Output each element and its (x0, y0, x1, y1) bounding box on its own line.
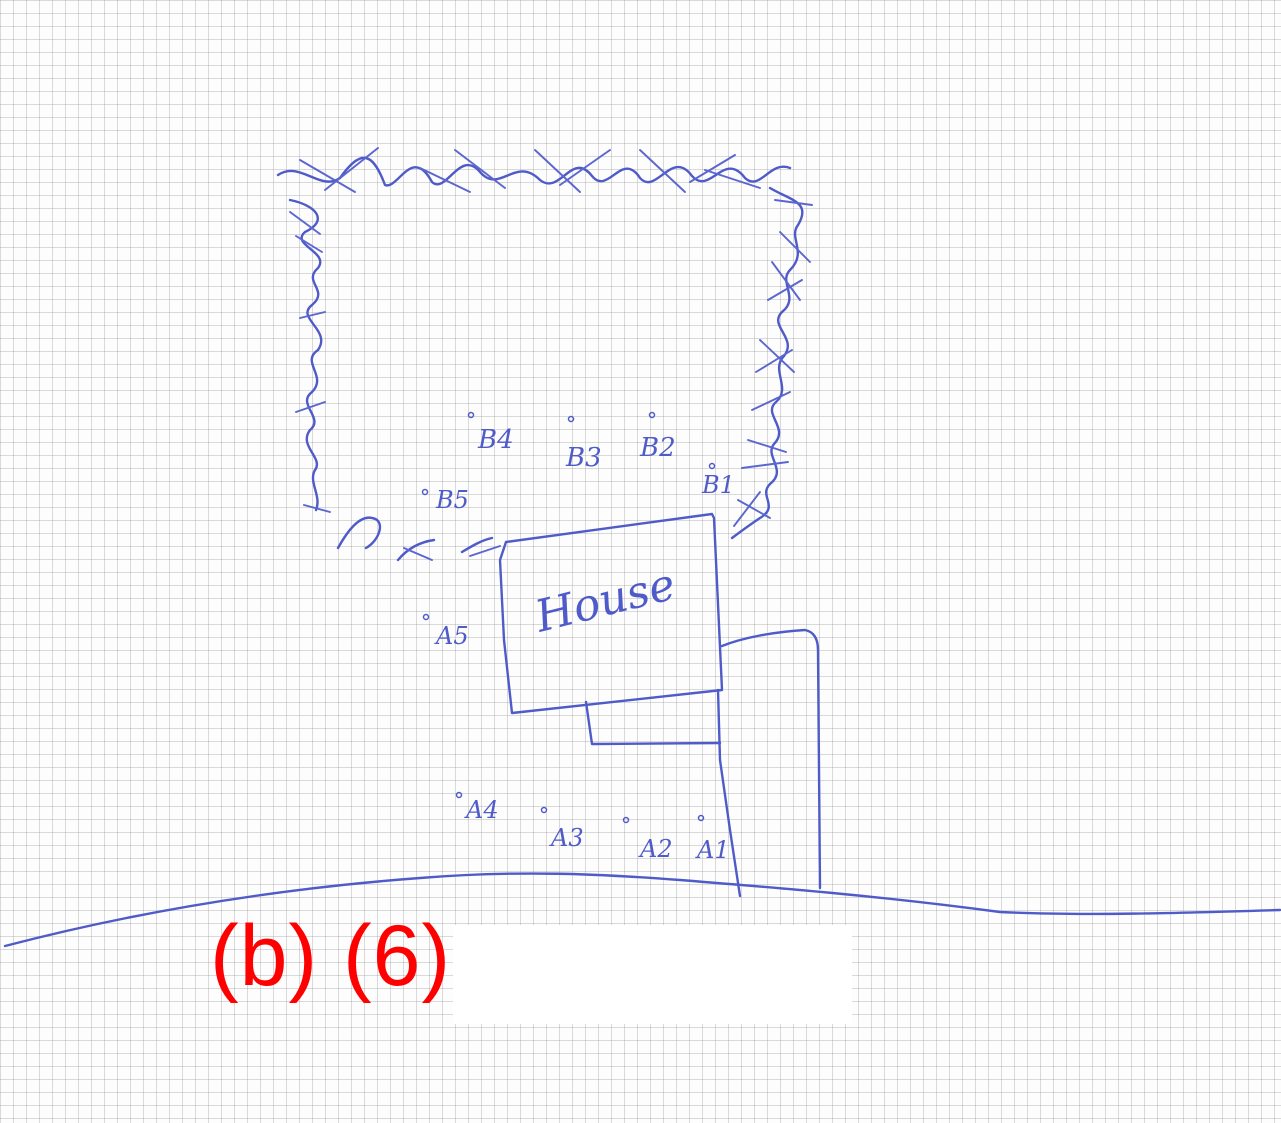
point-B2-dot (650, 413, 655, 418)
point-B4-dot (469, 413, 474, 418)
driveway-wall (718, 690, 740, 896)
point-A5-dot (424, 615, 429, 620)
hedge-right-crosses (734, 200, 812, 526)
point-A2-dot (624, 818, 629, 823)
point-B4-label: B4 (477, 425, 514, 455)
hedge-top (278, 158, 790, 186)
point-A1-label: A1 (695, 836, 730, 864)
point-B3-label: B3 (565, 443, 602, 473)
part-label: (b) (6) (210, 913, 451, 999)
point-B2-label: B2 (639, 433, 676, 463)
point-A1-dot (699, 816, 704, 821)
hedge-right (732, 188, 802, 538)
point-B5-label: B5 (435, 486, 469, 514)
point-A2-label: A2 (638, 835, 673, 863)
point-B5-dot (423, 490, 428, 495)
redaction-box (453, 925, 852, 1024)
house-label: House (529, 559, 680, 643)
hedge-left (290, 200, 321, 510)
house-annex-side (722, 630, 820, 888)
part-letter: (b) (210, 913, 318, 999)
hedge-left-marks (290, 212, 330, 512)
point-B1-dot (710, 464, 715, 469)
point-B1-label: B1 (701, 471, 735, 499)
point-A4-dot (457, 793, 462, 798)
point-A3-dot (542, 808, 547, 813)
house-annex-front (586, 702, 720, 744)
point-A5-label: A5 (434, 622, 469, 650)
hedge-bottom-left-marks (404, 546, 500, 560)
hedge-top-crosses (300, 148, 760, 192)
marks-count: (6) (343, 913, 451, 999)
point-A4-label: A4 (464, 796, 499, 824)
measurement-points: B1 B2 B3 B4 B5 A5 A4 A3 A2 A1 (423, 413, 735, 865)
point-A3-label: A3 (549, 824, 584, 852)
point-B3-dot (569, 417, 574, 422)
